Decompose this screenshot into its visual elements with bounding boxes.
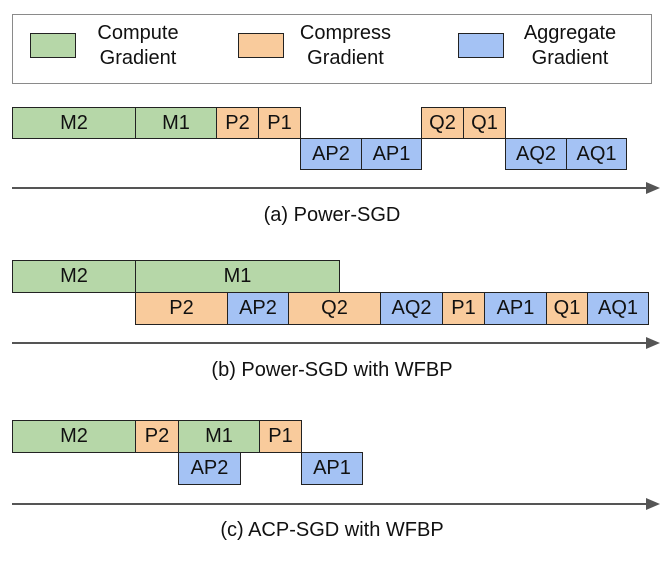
- block-c-p2: P2: [135, 420, 179, 453]
- block-c-m2: M2: [12, 420, 136, 453]
- time-axis-b: [12, 342, 648, 344]
- block-a-aq2: AQ2: [505, 138, 567, 170]
- block-a-m2: M2: [12, 107, 136, 139]
- arrowhead-a: [646, 182, 660, 194]
- legend-swatch-compute: [30, 33, 76, 58]
- block-b-ap1: AP1: [484, 292, 547, 325]
- block-b-q2: Q2: [288, 292, 381, 325]
- caption-c: (c) ACP-SGD with WFBP: [220, 519, 444, 541]
- block-c-ap1: AP1: [301, 452, 363, 485]
- block-a-q2: Q2: [421, 107, 464, 139]
- legend-label-compress: Compress Gradient: [299, 22, 392, 69]
- block-b-aq2: AQ2: [380, 292, 443, 325]
- block-a-ap2: AP2: [300, 138, 362, 170]
- arrowhead-c: [646, 498, 660, 510]
- block-c-ap2: AP2: [178, 452, 241, 485]
- block-c-p1: P1: [259, 420, 302, 453]
- caption-a: (a) Power-SGD: [263, 204, 401, 226]
- block-b-m1: M1: [135, 260, 340, 293]
- block-a-q1: Q1: [463, 107, 506, 139]
- block-b-ap2: AP2: [227, 292, 289, 325]
- block-b-q1: Q1: [546, 292, 588, 325]
- caption-b: (b) Power-SGD with WFBP: [211, 359, 453, 381]
- block-c-m1: M1: [178, 420, 260, 453]
- time-axis-c: [12, 503, 648, 505]
- block-a-m1: M1: [135, 107, 217, 139]
- block-b-p2: P2: [135, 292, 228, 325]
- legend-label-aggregate: Aggregate Gradient: [523, 22, 617, 69]
- legend-swatch-compress: [238, 33, 284, 58]
- block-a-ap1: AP1: [361, 138, 422, 170]
- time-axis-a: [12, 187, 648, 189]
- block-b-m2: M2: [12, 260, 136, 293]
- legend-label-compute: Compute Gradient: [97, 22, 179, 69]
- block-a-p2: P2: [216, 107, 259, 139]
- legend-swatch-aggregate: [458, 33, 504, 58]
- block-a-p1: P1: [258, 107, 301, 139]
- block-a-aq1: AQ1: [566, 138, 627, 170]
- arrowhead-b: [646, 337, 660, 349]
- legend: Compute Gradient Compress Gradient Aggre…: [12, 14, 652, 84]
- block-b-aq1: AQ1: [587, 292, 649, 325]
- block-b-p1: P1: [442, 292, 485, 325]
